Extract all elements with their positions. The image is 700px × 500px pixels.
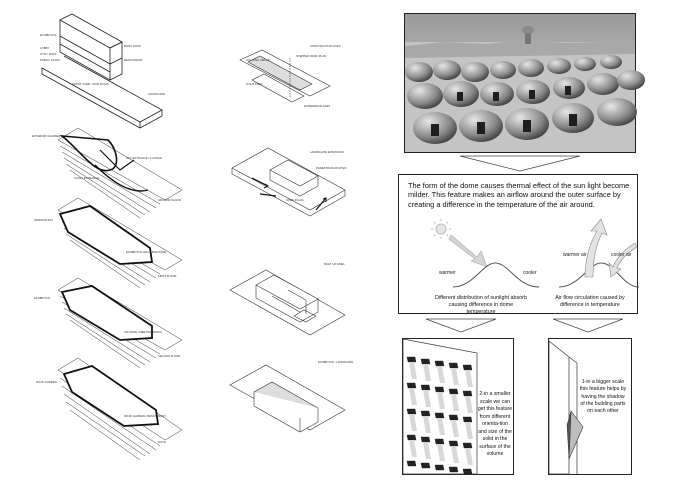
- thermal-diagram: [431, 218, 640, 288]
- small-scale-panel: 2-in a smaller scale we can get this fea…: [402, 338, 514, 475]
- small-scale-text: 2-in a smaller scale we can get this fea…: [477, 391, 513, 458]
- down-arrow-3: [552, 318, 624, 333]
- big-scale-text: 1-in a bigger scale this feature helps b…: [579, 379, 627, 415]
- label-construction-axes: CONSTRUCTION AXES: [310, 44, 341, 48]
- dome-explanation-box: The form of the dome causes thermal effe…: [398, 174, 640, 315]
- label-roof-garden: ROOF GARDEN: [36, 380, 57, 384]
- label-experience-axes: EXPERIENCE AXES: [304, 104, 331, 108]
- label-warmer-air: warmer air: [563, 252, 587, 258]
- sun-icon: [431, 219, 451, 239]
- label-restaurant: RESTAURANT: [124, 58, 143, 62]
- shadow-wall-diagram: [548, 340, 584, 475]
- label-roof: ROOF: [158, 440, 167, 444]
- down-arrow-2: [425, 318, 497, 333]
- label-cafe: CAFE / ENTRANCE: [74, 176, 100, 180]
- warm-air-arrow: [584, 218, 608, 278]
- dome-photo: [405, 14, 645, 152]
- label-sky-entrance: SKY ENTRANCE / LOUNGE: [126, 156, 162, 160]
- label-landscape: LANDSCAPE: [148, 92, 165, 96]
- label-pedestrian-routes: PEDESTRIAN ROUTES: [316, 166, 347, 170]
- label-first-floor: FIRST FLOOR: [158, 274, 177, 278]
- label-roof-garden-restaurant: ROOF GARDEN / RESTAURANT: [124, 414, 166, 418]
- label-cooler: cooler: [523, 270, 537, 276]
- label-exhibition-hall: EXHIBITION HALL / BAR ZONE: [126, 250, 167, 254]
- right-dome-curve: [558, 262, 640, 288]
- cool-air-arrow: [608, 242, 638, 278]
- left-label-column: EXHIBITION LOBBY GYM / POOL PUBLIC PLAZA…: [0, 0, 200, 500]
- label-book-shop: BOOK SHOP: [124, 44, 141, 48]
- label-lighting-wells: LIGHTING WELLS: [246, 58, 270, 62]
- label-exhibition-landscape: EXHIBITION / LANDSCAPE: [318, 360, 354, 364]
- label-public-plaza: PUBLIC PLAZA: [40, 58, 60, 62]
- label-built-up-area: BUILT UP AREA: [324, 262, 345, 266]
- label-landscape-expansion: LANDSCAPE EXPANSION: [310, 150, 344, 154]
- label-second-floor: SECOND FLOOR: [158, 354, 181, 358]
- explanation-text: The form of the dome causes thermal effe…: [408, 181, 630, 209]
- label-ground-floor: GROUND FLOOR: [158, 198, 181, 202]
- caption-left: Different distribution of sunlight absor…: [435, 295, 527, 315]
- label-vip-zone: VIP ZONE / MEETING ROOM: [124, 330, 162, 334]
- sun-ray-arrow: [448, 234, 488, 268]
- caption-right: Air flow circulation caused by differenc…: [555, 295, 625, 308]
- label-open-plaza: OPEN PLAZA: [286, 198, 304, 202]
- facade-louver-diagram: [402, 338, 478, 475]
- label-cooler-air: cooler air: [611, 252, 632, 258]
- label-light-axes: LIGHT AXES: [246, 82, 263, 86]
- label-exhibition-2: EXHIBITION: [34, 296, 50, 300]
- dome-photo-frame: [404, 13, 645, 153]
- label-orientation: ORIENTATION: [34, 218, 53, 222]
- label-lobby: LOBBY: [40, 46, 50, 50]
- label-exterior-channels: EXTERIOR CHANNELS: [32, 134, 63, 138]
- label-exhibition: EXHIBITION: [40, 33, 56, 37]
- big-scale-panel: 1-in a bigger scale this feature helps b…: [548, 338, 632, 475]
- down-arrow-1: [459, 155, 581, 172]
- label-stepped-roof: STEPPED ROOF PLAN: [296, 54, 326, 58]
- middle-label-column: CONSTRUCTION AXES STEPPED ROOF PLAN LIGH…: [246, 44, 354, 364]
- label-front-yard: FRONT YARD / VOID PLAZA: [72, 82, 109, 86]
- left-dome-curve: [452, 262, 540, 288]
- label-warmer: warmer: [439, 270, 456, 276]
- label-gym: GYM / POOL: [40, 52, 57, 56]
